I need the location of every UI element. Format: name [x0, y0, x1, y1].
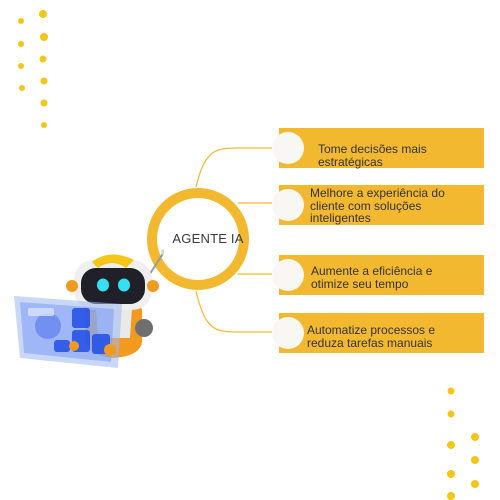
benefit-circle-1 [272, 132, 304, 164]
benefit-bar-1 [279, 128, 484, 168]
benefit-text-3: Aumente a eficiência e otimize seu tempo [311, 264, 433, 291]
benefit-bar-3 [279, 255, 484, 295]
benefit-bar-2 [279, 185, 484, 225]
benefit-circle-3 [272, 259, 304, 291]
benefit-text-4: Automatize processos e reduza tarefas ma… [307, 323, 436, 350]
benefit-circle-4 [272, 317, 304, 349]
benefit-text-1: Tome decisões mais estratégicas [318, 142, 427, 169]
benefit-bar-4 [279, 313, 484, 353]
benefit-text-2: Melhore a experiência do cliente com sol… [310, 186, 445, 225]
robot-with-hologram-screen-icon [14, 249, 164, 368]
hub-circle [147, 188, 249, 290]
hub-label: AGENTE IA [172, 231, 244, 246]
benefit-circle-2 [272, 189, 304, 221]
